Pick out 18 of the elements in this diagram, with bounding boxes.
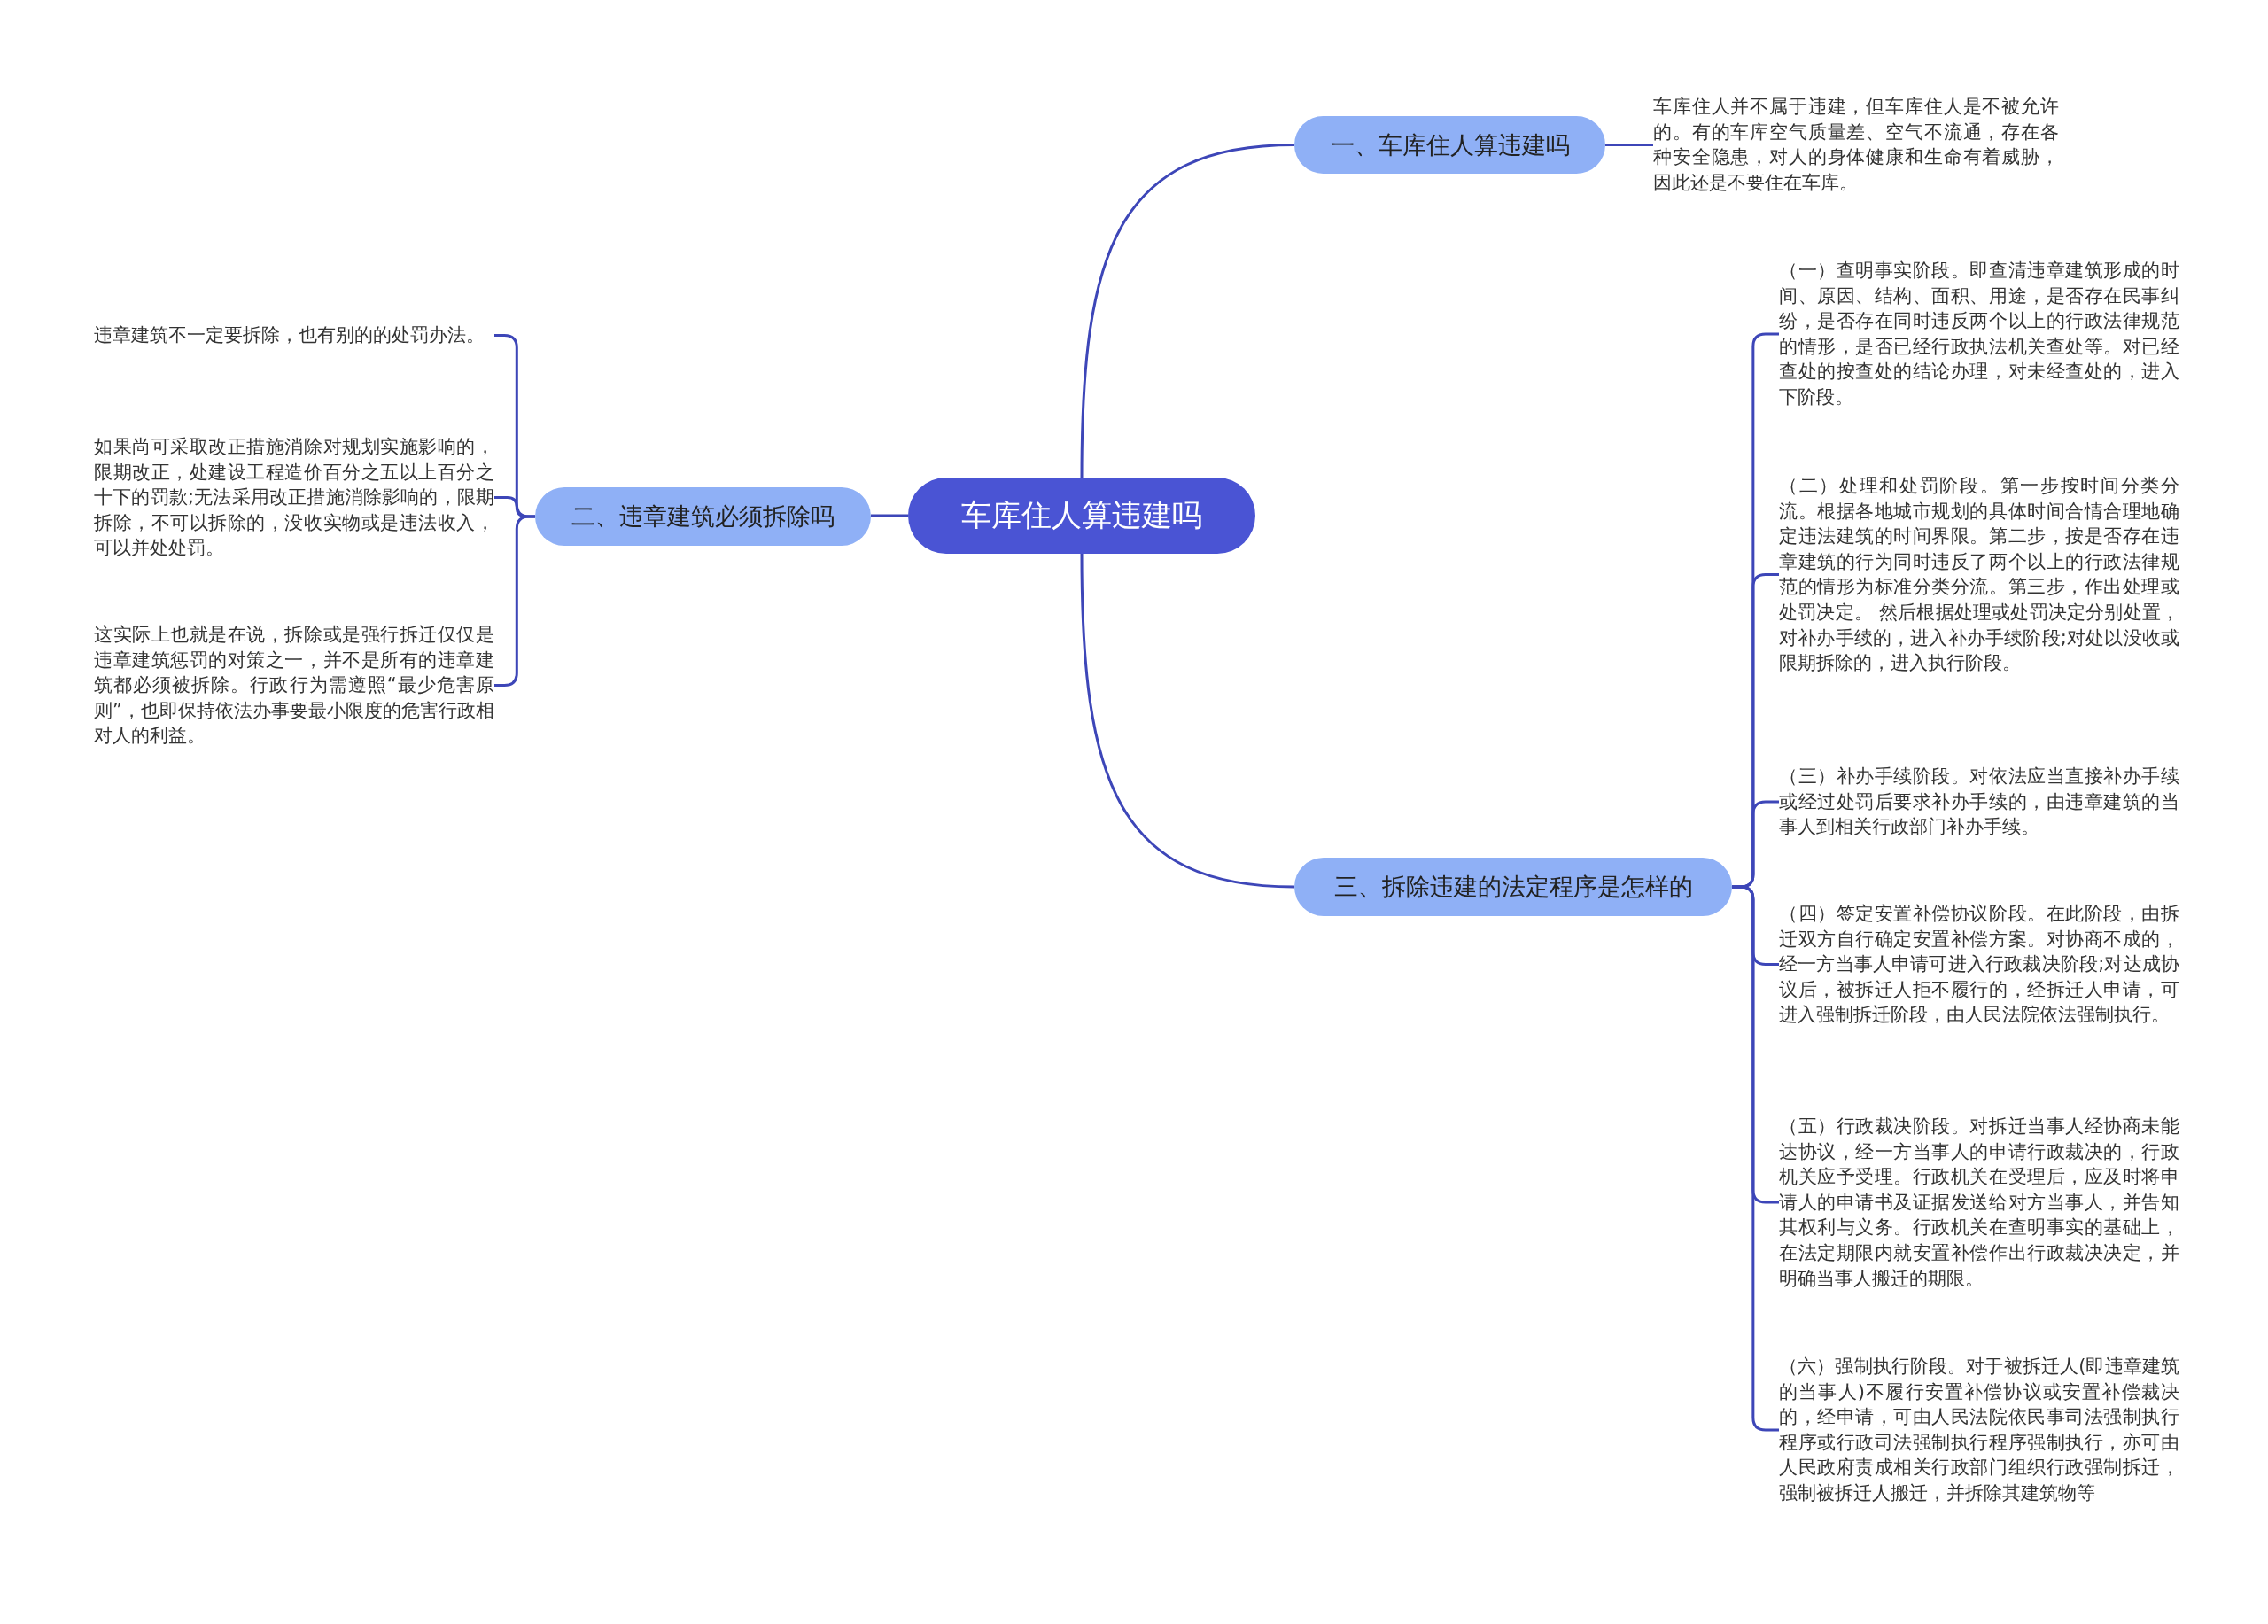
topic-pill: 一、车库住人算违建吗 [1294,116,1605,174]
paragraph: （一）查明事实阶段。即查清违章建筑形成的时间、原因、结构、面积、用途，是否存在民事纠纷，是否存在同时违反两个以上的行政法律规范的情形，是否已经行政执法机关查处等。对已经查处的按查处的结论办理，对未经查处的，进入下阶段。 [1779,258,2179,410]
paragraph: 如果尚可采取改正措施消除对规划实施影响的，限期改正，处建设工程造价百分之五以上百分之十下的罚款;无法采用改正措施消除影响的，限期拆除，不可以拆除的，没收实物或是违法收入，可以并处处罚。 [94,434,494,561]
connector-line [1080,144,1295,478]
central-topic: 车库住人算违建吗 [908,478,1255,554]
topic-pill: 三、拆除违建的法定程序是怎样的 [1294,858,1732,916]
connector-line [1080,553,1295,889]
connector-line [871,514,908,517]
paragraph: （三）补办手续阶段。对依法应当直接补办手续或经过处罚后要求补办手续的，由违章建筑的当事人到相关行政部门补办手续。 [1779,764,2179,840]
paragraph: （五）行政裁决阶段。对拆迁当事人经协商未能达协议，经一方当事人的申请行政裁决的，行政机关应予受理。行政机关在受理后，应及时将申请人的申请书及证据发送给对方当事人，并告知其权利与义务。行政机关在查明事实的基础上，在法定期限内就安置补偿作出行政裁决决定，并明确当事人搬迁的期限。 [1779,1114,2179,1292]
topic-pill: 二、违章建筑必须拆除吗 [535,487,871,546]
paragraph: （四）签定安置补偿协议阶段。在此阶段，由拆迁双方自行确定安置补偿方案。对协商不成的，经一方当事人申请可进入行政裁决阶段;对达成协议后，被拆迁人拒不履行的，经拆迁人申请，可进入强制拆迁阶段，由人民法院依法强制执行。 [1779,901,2179,1028]
paragraph: （二）处理和处罚阶段。第一步按时间分类分流。根据各地城市规划的具体时间合情合理地确定违法建筑的时间界限。第二步，按是否存在违章建筑的行为同时违反了两个以上的行政法律规范的情形为标准分类分流。第三步，作出处理或处罚决定。 然后根据处理或处罚决定分别处置，对补办手续的，进入补办手续阶段;对处以没收或限期拆除的，进入执行阶段。 [1779,473,2179,676]
paragraph: 车库住人并不属于违建，但车库住人是不被允许的。有的车库空气质量差、空气不流通，存在各种安全隐患，对人的身体健康和生命有着威胁，因此还是不要住在车库。 [1653,94,2059,196]
connector-line [1605,144,1653,146]
paragraph: 违章建筑不一定要拆除，也有别的的处罚办法。 [94,322,494,348]
paragraph: 这实际上也就是在说，拆除或是强行拆迁仅仅是违章建筑惩罚的对策之一，并不是所有的违章建筑都必须被拆除。行政行为需遵照“最少危害原则”，也即保持依法办事要最小限度的危害行政相对人的利益。 [94,622,494,749]
paragraph: （六）强制执行阶段。对于被拆迁人(即违章建筑的当事人)不履行安置补偿协议或安置补偿裁决的，经申请，可由人民法院依民事司法强制执行程序或行政司法强制执行程序强制执行，亦可由人民政府责成相关行政部门组织行政强制拆迁，强制被拆迁人搬迁，并拆除其建筑物等 [1779,1354,2179,1506]
